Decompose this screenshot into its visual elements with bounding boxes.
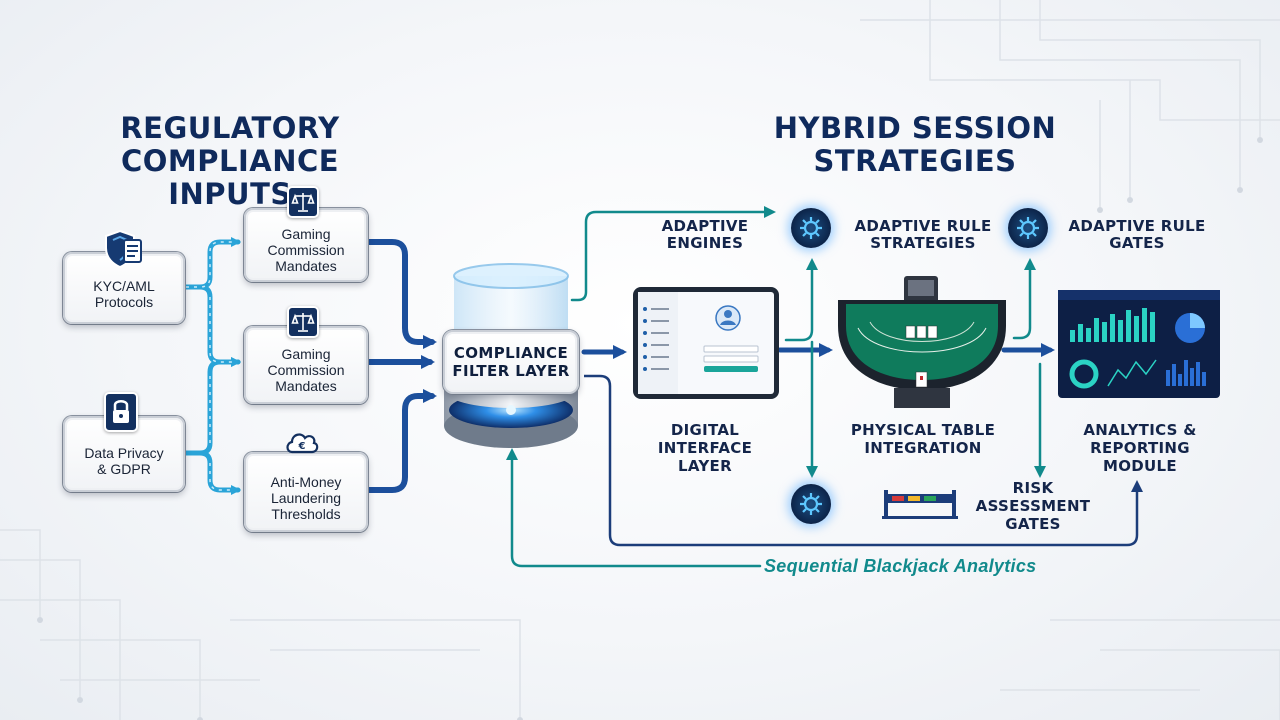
title-right-line-2: STRATEGIES [813, 144, 1017, 178]
ae-line-1: ADAPTIVE [661, 217, 749, 235]
gaming-commission-box-1: Gaming Commission Mandates [244, 208, 368, 282]
physical-table-label: PHYSICAL TABLE INTEGRATION [836, 421, 1010, 457]
svg-text:€: € [298, 441, 306, 452]
m2-line-3: Mandates [275, 378, 337, 394]
arg-line-1: ADAPTIVE RULE [1068, 217, 1206, 235]
pt-line-1: PHYSICAL TABLE [850, 421, 996, 439]
di-line-2: INTERFACE [657, 439, 753, 457]
kyc-line-1: KYC/AML [93, 278, 155, 294]
risk-line-1: RISK [1012, 479, 1054, 497]
regulatory-inputs-title: REGULATORY COMPLIANCE INPUTS [60, 112, 400, 211]
m3-line-2: Laundering [270, 490, 342, 506]
kyc-line-2: Protocols [94, 294, 154, 310]
pt-line-2: INTEGRATION [864, 439, 982, 457]
digital-interface-tablet [633, 287, 779, 399]
ae-line-2: ENGINES [666, 234, 744, 252]
ars-line-1: ADAPTIVE RULE [854, 217, 992, 235]
padlock-icon [104, 392, 138, 432]
m1-line-2: Commission [267, 242, 345, 258]
gear-icon [791, 484, 831, 524]
blackjack-table-icon [838, 276, 1006, 408]
risk-assessment-label: RISK ASSESSMENT GATES [968, 479, 1098, 533]
title-left-line-2: COMPLIANCE INPUTS [120, 144, 340, 211]
digital-interface-label: DIGITAL INTERFACE LAYER [640, 421, 770, 475]
compliance-filter-label-box [443, 330, 579, 394]
m3-line-3: Thresholds [271, 506, 341, 522]
an-line-3: MODULE [1103, 457, 1177, 475]
scales-icon [287, 186, 319, 218]
scales-icon [287, 306, 319, 338]
adaptive-engines-label: ADAPTIVE ENGINES [640, 218, 770, 252]
ars-line-2: STRATEGIES [870, 234, 976, 252]
analytics-dashboard-icon [1058, 290, 1220, 398]
m1-line-1: Gaming [281, 226, 331, 242]
di-line-3: LAYER [678, 457, 732, 475]
privacy-line-2: & GDPR [97, 461, 151, 477]
gear-icon [1008, 208, 1048, 248]
di-line-1: DIGITAL [670, 421, 740, 439]
m1-line-3: Mandates [275, 258, 337, 274]
m3-line-1: Anti-Money [270, 474, 342, 490]
privacy-line-1: Data Privacy [84, 445, 164, 461]
gaming-commission-box-2: Gaming Commission Mandates [244, 326, 368, 404]
an-line-1: ANALYTICS & [1083, 421, 1197, 439]
compliance-filter-label: COMPLIANCE FILTER LAYER [443, 344, 579, 380]
adaptive-rule-gates-label: ADAPTIVE RULE GATES [1062, 218, 1212, 252]
anti-money-laundering-box: Anti-Money Laundering Thresholds [244, 452, 368, 532]
title-right-line-1: HYBRID SESSION [773, 111, 1057, 145]
shield-document-icon [104, 228, 144, 270]
risk-line-2: ASSESSMENT [975, 497, 1091, 515]
arg-line-2: GATES [1109, 234, 1165, 252]
analytics-label: ANALYTICS & REPORTING MODULE [1060, 421, 1220, 475]
risk-line-3: GATES [1005, 515, 1061, 533]
cloud-money-icon: € [284, 428, 320, 458]
hybrid-strategies-title: HYBRID SESSION STRATEGIES [760, 112, 1070, 178]
title-left-line-1: REGULATORY [120, 111, 340, 145]
filter-line-1: COMPLIANCE [453, 344, 569, 362]
m2-line-1: Gaming [281, 346, 331, 362]
an-line-2: REPORTING [1090, 439, 1190, 457]
adaptive-rule-strategies-label: ADAPTIVE RULE STRATEGIES [848, 218, 998, 252]
risk-gate-barrier-icon [882, 490, 958, 519]
filter-line-2: FILTER LAYER [452, 362, 570, 380]
m2-line-2: Commission [267, 362, 345, 378]
sequential-analytics-caption: Sequential Blackjack Analytics [764, 556, 1037, 576]
gear-icon [791, 208, 831, 248]
